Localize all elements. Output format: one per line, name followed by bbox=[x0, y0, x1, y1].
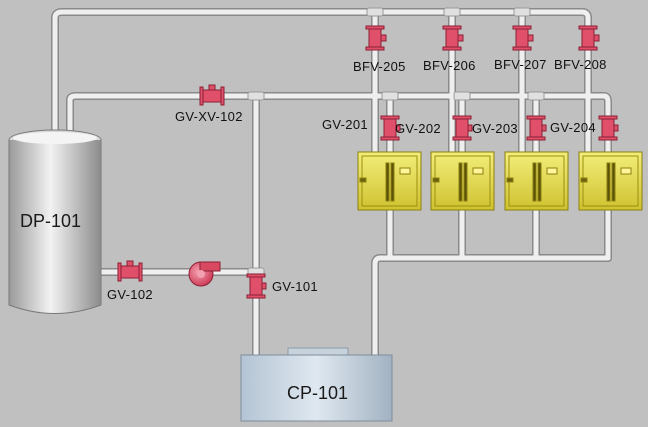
bfv-205-label[interactable]: BFV-205 bbox=[353, 59, 406, 74]
filter-3 bbox=[504, 151, 569, 211]
filter-4 bbox=[578, 151, 643, 211]
valves bbox=[117, 25, 619, 299]
gv-204-label[interactable]: GV-204 bbox=[550, 120, 596, 135]
tank-cp101-label: CP-101 bbox=[287, 383, 349, 403]
gv-202-valve-icon bbox=[452, 115, 473, 141]
gv-101-label[interactable]: GV-101 bbox=[272, 279, 318, 294]
filter-1 bbox=[357, 151, 422, 211]
gv-201-valve-icon bbox=[380, 115, 401, 141]
filters bbox=[357, 151, 643, 211]
gv-xv-102-label[interactable]: GV-XV-102 bbox=[175, 109, 243, 124]
gv-101-valve-icon bbox=[246, 273, 267, 299]
gv-203-valve-icon bbox=[526, 115, 547, 141]
gv-201-label[interactable]: GV-201 bbox=[322, 117, 368, 132]
tank-cp101 bbox=[240, 347, 393, 422]
pipes bbox=[51, 7, 612, 362]
bfv-207-label[interactable]: BFV-207 bbox=[494, 57, 547, 72]
tank-dp101-label: DP-101 bbox=[20, 211, 82, 231]
bfv-208-label[interactable]: BFV-208 bbox=[554, 57, 607, 72]
bfv-206-valve-icon bbox=[442, 25, 464, 51]
pump-icon[interactable] bbox=[188, 261, 221, 287]
bfv-208-valve-icon bbox=[578, 25, 600, 51]
gv-102-valve-icon bbox=[117, 260, 143, 282]
gv-102-label[interactable]: GV-102 bbox=[107, 287, 153, 302]
tank-dp101 bbox=[8, 129, 102, 314]
bfv-205-valve-icon bbox=[365, 25, 387, 51]
gv-202-label[interactable]: GV-202 bbox=[395, 121, 441, 136]
gv-204-valve-icon bbox=[598, 115, 619, 141]
gv-203-label[interactable]: GV-203 bbox=[472, 121, 518, 136]
filter-2 bbox=[430, 151, 495, 211]
gv-xv-102-valve-icon bbox=[199, 84, 225, 106]
bfv-207-valve-icon bbox=[512, 25, 534, 51]
bfv-206-label[interactable]: BFV-206 bbox=[423, 58, 476, 73]
